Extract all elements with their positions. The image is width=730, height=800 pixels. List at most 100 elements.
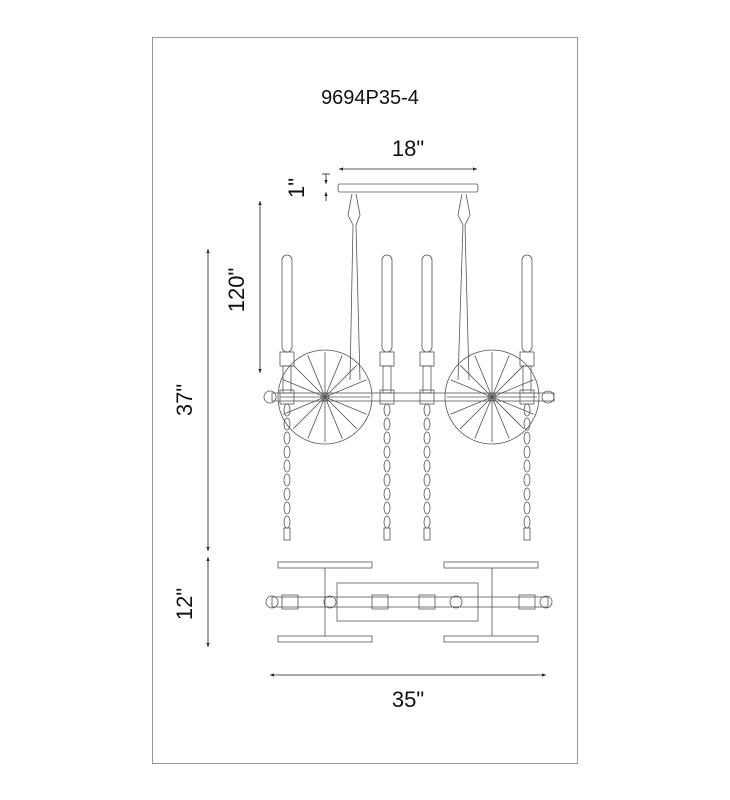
wheel-spoke — [283, 379, 326, 398]
wheel-right — [444, 349, 540, 445]
riser-pipe — [422, 365, 432, 394]
chain-link — [423, 487, 431, 501]
chain-link — [383, 515, 391, 529]
pipe-fitting — [379, 389, 395, 405]
top-canopy-outline — [336, 582, 479, 622]
chain-end — [523, 527, 531, 541]
svg-text:37": 37" — [172, 384, 197, 416]
dimension-canopy-height: 1" — [284, 173, 330, 201]
dimension-fixture-depth: 12" — [172, 557, 210, 647]
svg-text:1": 1" — [284, 178, 309, 198]
top-fitting — [418, 594, 436, 610]
bulb — [381, 254, 393, 353]
chain-link — [523, 459, 531, 473]
chain-link — [423, 431, 431, 445]
wheel-spoke — [491, 396, 525, 430]
fixture-front-view — [263, 183, 555, 541]
chain-link — [283, 431, 291, 445]
bulb — [281, 254, 293, 353]
page-frame — [152, 37, 578, 764]
top-valve-handle — [449, 595, 463, 609]
chain-link — [383, 417, 391, 431]
wheel-hub — [487, 392, 497, 402]
riser-pipe — [282, 365, 292, 394]
socket — [519, 351, 535, 367]
chain-link — [523, 417, 531, 431]
chain-link — [423, 417, 431, 431]
support-chain-right — [457, 193, 471, 381]
chain-link — [383, 487, 391, 501]
wheel-spoke — [324, 379, 367, 398]
chain-link — [523, 431, 531, 445]
wheel-spoke — [491, 396, 534, 415]
wheel-spoke — [307, 396, 326, 439]
top-fitting — [518, 594, 536, 610]
top-fitting — [371, 594, 389, 610]
wheel-spoke — [474, 396, 493, 439]
top-valve-handle — [539, 595, 553, 609]
top-pipe — [271, 596, 549, 608]
svg-text:35": 35" — [392, 687, 424, 712]
chain-link — [523, 515, 531, 529]
svg-text:18": 18" — [392, 136, 424, 161]
chain-link — [283, 417, 291, 431]
chain-link — [523, 473, 531, 487]
chain-link — [523, 403, 531, 417]
support-chain-left — [347, 193, 361, 381]
wheel-spoke — [491, 396, 510, 439]
socket — [379, 351, 395, 367]
wheel-spoke — [324, 364, 358, 398]
bulb — [521, 254, 533, 353]
wheel-spoke — [292, 396, 326, 430]
chain-link — [423, 445, 431, 459]
wheel-spoke — [450, 396, 493, 415]
chain-link — [383, 473, 391, 487]
wheel-spoke — [459, 396, 493, 430]
chain-link — [383, 431, 391, 445]
riser-pipe — [382, 365, 392, 394]
chain-link — [423, 515, 431, 529]
top-fitting — [281, 594, 299, 610]
dimension-fixture-width: 35" — [270, 673, 546, 712]
chain-end — [383, 527, 391, 541]
canopy — [337, 183, 479, 193]
wheel-left — [277, 349, 373, 445]
dimension-chain-length: 120" — [224, 201, 262, 373]
chain-link — [383, 501, 391, 515]
chain-link — [283, 403, 291, 417]
wheel-spoke — [459, 364, 493, 398]
wheel-hub — [320, 392, 330, 402]
chain-link — [283, 515, 291, 529]
dimension-canopy-width: 18" — [339, 136, 477, 171]
chain-end — [423, 527, 431, 541]
riser-pipe — [522, 365, 532, 394]
wheel-spoke — [450, 379, 493, 398]
wheel-spoke — [324, 396, 367, 415]
chain-link — [383, 459, 391, 473]
chain-link — [423, 403, 431, 417]
chain-link — [283, 445, 291, 459]
bulb — [421, 254, 433, 353]
chain-end — [283, 527, 291, 541]
svg-text:12": 12" — [172, 588, 197, 620]
wheel-spoke — [324, 396, 358, 430]
wheel-spoke — [491, 379, 534, 398]
chain-link — [383, 403, 391, 417]
pipe-fitting — [419, 389, 435, 405]
svg-text:120": 120" — [224, 268, 249, 313]
top-valve-handle — [323, 595, 337, 609]
wheel-spoke — [474, 355, 493, 398]
chain-link — [283, 459, 291, 473]
wheel-spoke — [283, 396, 326, 415]
wheel-spoke — [491, 355, 510, 398]
chain-link — [423, 473, 431, 487]
top-valve-handle — [265, 595, 279, 609]
chain-link — [423, 459, 431, 473]
chain-link — [383, 445, 391, 459]
valve-handle-right — [541, 390, 555, 404]
dimension-fixture-height: 37" — [172, 249, 210, 551]
chain-link — [423, 501, 431, 515]
valve-handle-left — [263, 390, 277, 404]
wheel-spoke — [292, 364, 326, 398]
